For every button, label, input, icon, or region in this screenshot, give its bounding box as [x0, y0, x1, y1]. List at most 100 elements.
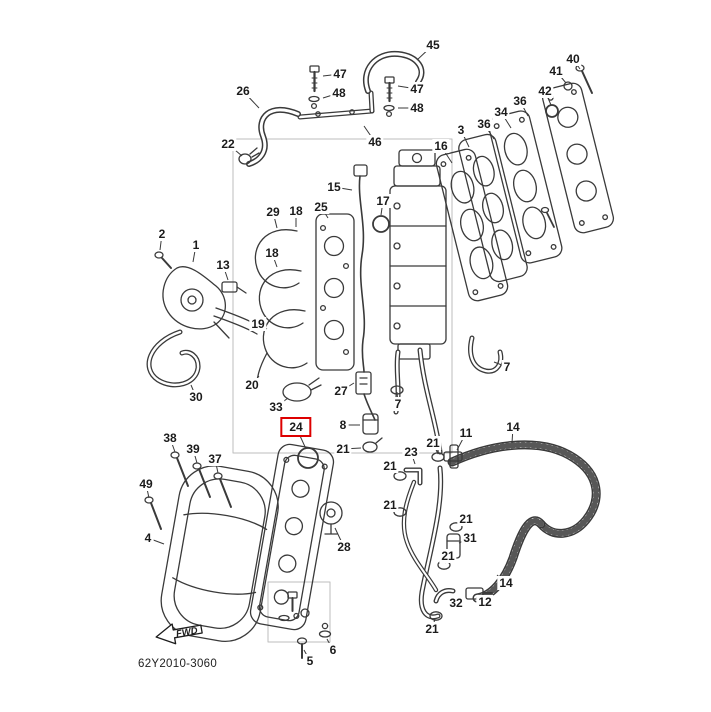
part-label-31: 31 — [461, 531, 479, 545]
hose-45 — [363, 50, 425, 94]
gasket-plate-3 — [458, 133, 528, 283]
clamp-21-icon-a — [362, 437, 383, 453]
fitting-8 — [362, 413, 379, 435]
part-label-22: 22 — [219, 137, 237, 151]
part-label-48: 48 — [408, 101, 426, 115]
part-label-26: 26 — [234, 84, 252, 98]
part-label-46: 46 — [366, 135, 384, 149]
fwd-arrow-icon — [155, 623, 203, 645]
part-label-29: 29 — [264, 205, 282, 219]
part-label-18: 18 — [263, 246, 281, 260]
part-label-21: 21 — [381, 459, 399, 473]
knob-28-icon — [319, 501, 343, 535]
clamp-22-icon — [238, 147, 260, 165]
part-label-24: 24 — [280, 417, 312, 437]
washer-48-left-icon — [308, 95, 320, 110]
part-label-4: 4 — [142, 531, 154, 545]
fwd-label: FWD — [175, 625, 198, 640]
part-label-12: 12 — [476, 595, 494, 609]
part-label-25: 25 — [312, 200, 330, 214]
plate-right — [541, 82, 615, 234]
part-label-16: 16 — [432, 139, 450, 153]
part-label-11: 11 — [457, 426, 475, 440]
plate-25 — [315, 213, 355, 371]
pipe-coils — [254, 229, 308, 391]
part-label-14: 14 — [497, 576, 515, 590]
part-label-40: 40 — [564, 52, 582, 66]
part-label-21: 21 — [334, 442, 352, 456]
bolt-5-icon — [296, 637, 308, 659]
part-label-18: 18 — [287, 204, 305, 218]
washer-41-icon — [563, 81, 573, 91]
part-label-5: 5 — [304, 654, 316, 668]
part-label-7: 7 — [501, 360, 513, 374]
part-label-47: 47 — [408, 82, 426, 96]
part-label-21: 21 — [457, 512, 475, 526]
hose-7-right — [468, 335, 504, 374]
o-ring-24-icon — [297, 447, 319, 469]
bottom-fasteners — [278, 591, 310, 622]
part-label-33: 33 — [267, 400, 285, 414]
bolt-small-right-icon — [540, 206, 555, 228]
fitting-12 — [465, 587, 493, 600]
sensor-13 — [221, 281, 247, 294]
gasket-plate-16 — [435, 148, 509, 302]
part-label-21: 21 — [423, 622, 441, 636]
part-label-21: 21 — [424, 436, 442, 450]
connector-27 — [355, 371, 376, 421]
part-label-3: 3 — [455, 123, 467, 137]
bolt-47-left-icon — [309, 65, 320, 93]
part-label-15: 15 — [325, 180, 343, 194]
part-label-28: 28 — [335, 540, 353, 554]
part-label-21: 21 — [439, 549, 457, 563]
wire-harness-15 — [353, 164, 368, 373]
part-label-30: 30 — [187, 390, 205, 404]
elbow-32 — [433, 588, 456, 604]
part-label-48: 48 — [330, 86, 348, 100]
part-label-34: 34 — [492, 105, 510, 119]
clamp-33-icon — [282, 377, 322, 402]
elbow-23 — [403, 467, 423, 486]
part-label-38: 38 — [161, 431, 179, 445]
part-label-36: 36 — [511, 94, 529, 108]
fwd-indicator: FWD — [155, 623, 203, 645]
part-label-2: 2 — [156, 227, 168, 241]
hose-23-down — [401, 479, 439, 593]
part-label-23: 23 — [402, 445, 420, 459]
washer-6-icon — [318, 622, 332, 638]
part-label-13: 13 — [214, 258, 232, 272]
part-label-47: 47 — [331, 67, 349, 81]
part-label-45: 45 — [424, 38, 442, 52]
part-label-21: 21 — [381, 498, 399, 512]
hose-center-lower — [418, 465, 444, 620]
ribbed-hose-14-upper — [447, 440, 601, 538]
part-label-7: 7 — [392, 397, 404, 411]
clamp-21-icon-g — [429, 611, 443, 621]
part-label-49: 49 — [137, 477, 155, 491]
hose-26 — [246, 106, 301, 167]
part-label-17: 17 — [374, 194, 392, 208]
part-label-6: 6 — [327, 643, 339, 657]
clamp-21-icon-e — [449, 522, 463, 532]
breather-pipe-46 — [297, 90, 375, 120]
fastener-outline-box — [267, 581, 331, 643]
part-label-8: 8 — [337, 418, 349, 432]
part-label-20: 20 — [243, 378, 261, 392]
clamp-21-icon-d — [393, 507, 407, 517]
part-label-1: 1 — [190, 238, 202, 252]
part-label-41: 41 — [547, 64, 565, 78]
washer-48-right-icon — [383, 104, 395, 118]
silencer-cover-4 — [160, 465, 279, 642]
o-ring-42-icon — [545, 104, 559, 118]
part-label-27: 27 — [332, 384, 350, 398]
part-label-14: 14 — [504, 420, 522, 434]
hose-30 — [146, 329, 201, 388]
o-ring-17 — [372, 215, 390, 233]
part-label-32: 32 — [447, 596, 465, 610]
part-label-42: 42 — [536, 84, 554, 98]
part-label-37: 37 — [206, 452, 224, 466]
diagram-code: 62Y2010-3060 — [138, 658, 218, 670]
bracket-assembly-1 — [154, 251, 230, 339]
